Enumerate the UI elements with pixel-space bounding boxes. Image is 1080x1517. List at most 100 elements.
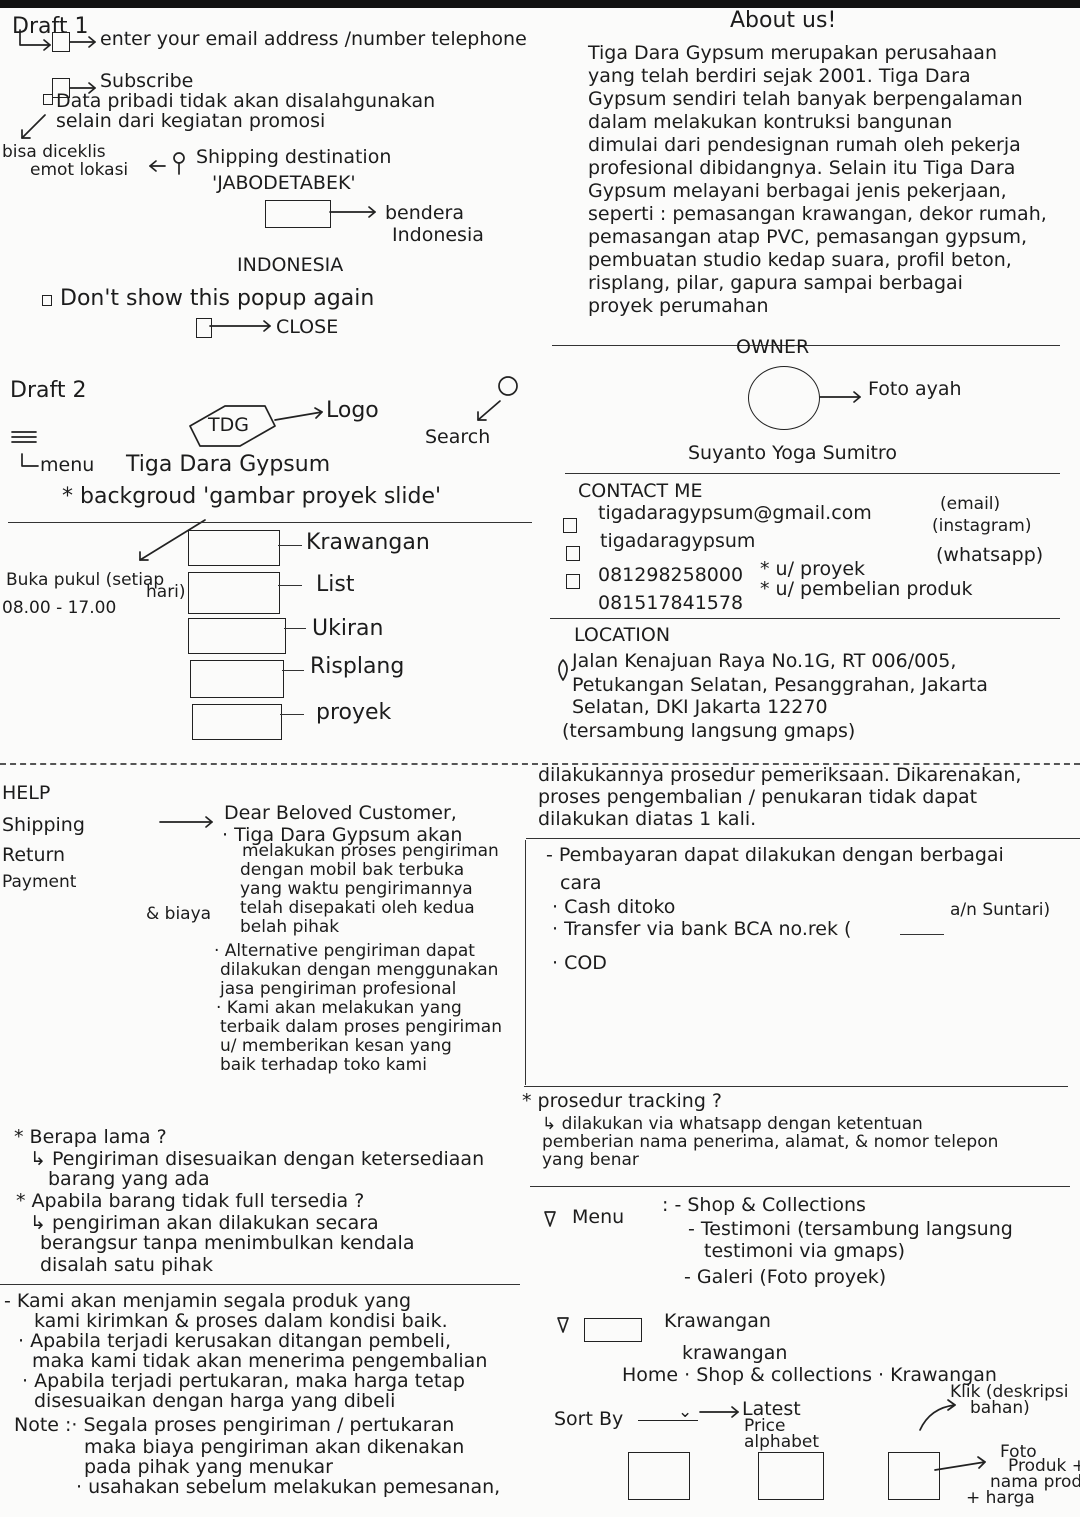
faq-line: barang yang ada — [48, 1168, 210, 1190]
click-note-1: Klik (deskripsi — [950, 1382, 1069, 1402]
email-input-note: enter your email address /number telepho… — [100, 28, 527, 50]
shop-menu-item[interactable]: - Testimoni (tersambung langsung — [688, 1218, 1013, 1240]
help-nav-shipping[interactable]: Shipping — [2, 814, 85, 836]
connector — [278, 545, 302, 546]
hours-line-1: Buka pukul (setiap — [6, 570, 165, 590]
faq-line: ↳ pengiriman akan dilakukan secara — [30, 1212, 379, 1234]
privacy-checkbox[interactable] — [43, 94, 53, 105]
shop-menu-label[interactable]: Menu — [572, 1206, 625, 1228]
location-pin-icon — [170, 150, 188, 176]
whatsapp-checkbox-icon — [566, 574, 580, 589]
tracking-line: yang benar — [542, 1150, 639, 1170]
product-card[interactable] — [628, 1452, 690, 1500]
close-button-box[interactable] — [196, 318, 212, 338]
breadcrumb[interactable]: Home · Shop & collections · Krawangan — [622, 1364, 997, 1386]
search-icon[interactable] — [497, 375, 519, 397]
side-note-checkable: bisa diceklis — [2, 142, 106, 162]
menu-item-box[interactable] — [188, 572, 280, 614]
menu-item-box[interactable] — [190, 660, 284, 698]
whatsapp-tag: (whatsapp) — [936, 544, 1044, 566]
return-line: disesuaikan dengan harga yang dibeli — [34, 1390, 396, 1412]
payment-line: - Pembayaran dapat dilakukan dengan berb… — [546, 844, 1004, 866]
shop-menu-item[interactable]: : - Shop & Collections — [662, 1194, 866, 1216]
payment-line: · Cash ditoko — [552, 896, 676, 918]
account-blank — [900, 934, 944, 935]
owner-name: Suyanto Yoga Sumitro — [688, 442, 897, 464]
divider — [0, 1284, 520, 1285]
about-line: pembuatan studio kedap suara, profil bet… — [588, 249, 1012, 271]
payment-line: cara — [560, 872, 602, 894]
shipping-line: · Alternative pengiriman dapat — [214, 941, 475, 961]
menu-item-box[interactable] — [188, 618, 286, 654]
return-cont-line: dilakukannya prosedur pemeriksaan. Dikar… — [538, 764, 1022, 786]
return-line: maka biaya pengiriman akan dikenakan — [84, 1436, 465, 1458]
about-line: dimulai dari pendesignan rumah oleh peke… — [588, 134, 1021, 156]
return-cont-line: dilakukan diatas 1 kali. — [538, 808, 757, 830]
address-line-1: Jalan Kenajuan Raya No.1G, RT 006/005, — [572, 650, 957, 672]
about-line: pemasangan atap PVC, pemasangan gypsum, — [588, 226, 1028, 248]
contact-email[interactable]: tigadaragypsum@gmail.com — [598, 502, 872, 524]
shipping-line: yang waktu pengirimannya — [240, 879, 473, 899]
faq-line: * Berapa lama ? — [14, 1126, 167, 1148]
help-title: HELP — [2, 782, 51, 804]
shipping-destination-label: Shipping destination — [196, 146, 392, 168]
shop-menu-item[interactable]: - Galeri (Foto proyek) — [684, 1266, 887, 1288]
faq-line: * Apabila barang tidak full tersedia ? — [16, 1190, 365, 1212]
address-line-3: Selatan, DKI Jakarta 12270 — [572, 696, 828, 718]
region-label: 'JABODETABEK' — [212, 172, 356, 194]
page-title: krawangan — [682, 1342, 788, 1364]
owner-photo-placeholder — [748, 366, 820, 430]
shipping-line: telah disepakati oleh kedua — [240, 898, 475, 918]
map-pin-icon — [555, 658, 571, 682]
menu-item-box[interactable] — [192, 704, 282, 740]
shipping-line: baik terhadap toko kami — [220, 1055, 427, 1075]
menu-item-label: Ukiran — [312, 616, 384, 641]
owner-title: OWNER — [736, 336, 810, 358]
divider — [530, 1186, 1070, 1187]
privacy-line-1: Data pribadi tidak akan disalahgunakan — [56, 90, 436, 112]
contact-phone-1[interactable]: 081298258000 — [598, 564, 744, 586]
sort-label: Sort By — [554, 1408, 624, 1430]
card-note-1: Foto — [1000, 1442, 1037, 1462]
brand-name: Tiga Dara Gypsum — [126, 452, 331, 477]
chevron-down-icon: ⌄ — [678, 1402, 693, 1422]
draft-1-title: Draft 1 — [12, 14, 89, 39]
email-input-box[interactable] — [52, 32, 70, 52]
sort-dropdown[interactable] — [638, 1406, 698, 1421]
faq-line: berangsur tanpa menimbulkan kendala — [40, 1232, 415, 1254]
krawangan-pin-icon — [556, 1316, 570, 1334]
krawangan-button-box[interactable] — [584, 1318, 642, 1342]
subscribe-button-box[interactable] — [52, 78, 70, 98]
shipping-line: dilakukan dengan menggunakan — [220, 960, 499, 980]
sort-option[interactable]: alphabet — [744, 1432, 820, 1452]
product-card[interactable] — [888, 1452, 940, 1500]
instagram-tag: (instagram) — [932, 516, 1032, 536]
sort-option[interactable]: Latest — [742, 1398, 801, 1420]
divider — [552, 345, 1060, 346]
product-card[interactable] — [758, 1452, 824, 1500]
about-line: dalam melakukan kontruksi bangunan — [588, 111, 953, 133]
card-note-3: nama produk — [990, 1472, 1080, 1492]
divider — [550, 618, 1060, 619]
dont-show-checkbox[interactable] — [42, 295, 52, 306]
about-line: profesional dibidangnya. Selain itu Tiga… — [588, 157, 1016, 179]
about-line: seperti : pemasangan krawangan, dekor ru… — [588, 203, 1047, 225]
menu-pin-icon — [543, 1210, 557, 1228]
return-line: · usahakan sebelum melakukan pemesanan, — [76, 1476, 501, 1498]
help-nav-return[interactable]: Return — [2, 844, 66, 866]
hamburger-menu-icon[interactable] — [10, 428, 38, 446]
shipping-line: belah pihak — [240, 917, 340, 937]
about-line: Gypsum sendiri telah banyak berpengalama… — [588, 88, 1023, 110]
sort-option[interactable]: Price — [744, 1416, 786, 1436]
help-nav-payment[interactable]: Payment — [2, 872, 77, 892]
menu-item-box[interactable] — [188, 530, 280, 566]
logo-text: TDG — [208, 414, 249, 436]
connector — [280, 714, 304, 715]
shipping-line: dengan mobil bak terbuka — [240, 860, 465, 880]
address-maps-note[interactable]: (tersambung langsung gmaps) — [562, 720, 856, 742]
contact-instagram[interactable]: tigadaragypsum — [600, 530, 756, 552]
contact-phone-2[interactable]: 081517841578 — [598, 592, 744, 614]
location-title: LOCATION — [574, 624, 671, 646]
tracking-line: pemberian nama penerima, alamat, & nomor… — [542, 1132, 999, 1152]
shipping-line: u/ memberikan kesan yang — [220, 1036, 452, 1056]
